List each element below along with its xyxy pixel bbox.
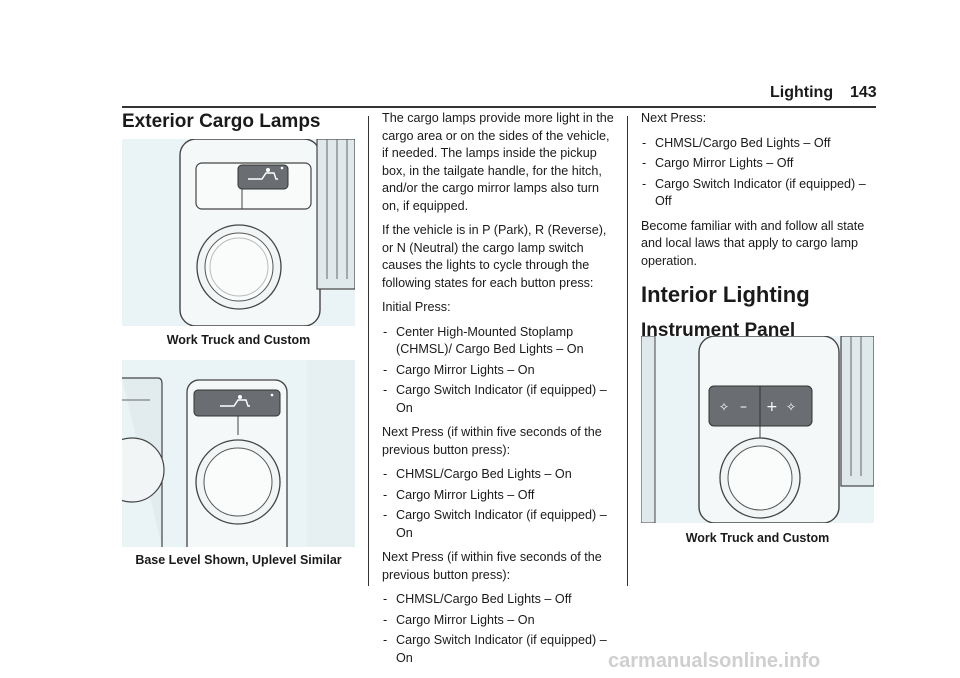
list-next-press-1: CHMSL/Cargo Bed Lights – On Cargo Mirror… [382,466,618,542]
dim-minus-icon: – [740,399,747,415]
list-item: Cargo Switch Indicator (if equipped) – O… [382,507,618,542]
list-item: CHMSL/Cargo Bed Lights – Off [641,135,877,153]
caption-work-truck: Work Truck and Custom [166,333,311,347]
svg-text:✧: ✧ [719,400,729,414]
list-item: CHMSL/Cargo Bed Lights – On [382,466,618,484]
list-item: Cargo Mirror Lights – Off [641,155,877,173]
list-item: CHMSL/Cargo Bed Lights – Off [382,591,618,609]
middle-column: The cargo lamps provide more light in th… [382,110,618,674]
column-divider-1 [368,116,369,586]
paragraph-laws: Become familiar with and follow all stat… [641,218,865,268]
list-item: Center High-Mounted Stoplamp (CHMSL)/ Ca… [382,324,618,359]
watermark: carmanualsonline.info [608,650,821,672]
paragraph-cycle-states: If the vehicle is in P (Park), R (Revers… [382,223,607,290]
heading-interior-lighting: Interior Lighting [641,282,810,307]
list-item: Cargo Switch Indicator (if equipped) – O… [382,382,618,417]
figure-dimmer-switch: ✧ – + ✧ [641,336,874,523]
header-rule [122,106,876,108]
section-heading-exterior-cargo: Exterior Cargo Lamps [122,111,321,132]
label-initial-press: Initial Press: [382,300,451,314]
caption-dimmer-work-truck: Work Truck and Custom [685,531,830,545]
figure-work-truck-switch [122,139,355,326]
list-item: Cargo Switch Indicator (if equipped) – O… [641,176,877,211]
list-next-press-2: CHMSL/Cargo Bed Lights – Off Cargo Mirro… [382,591,618,667]
label-next-press-3: Next Press: [641,111,707,125]
svg-text:✧: ✧ [786,400,796,414]
list-next-press-3: CHMSL/Cargo Bed Lights – Off Cargo Mirro… [641,135,877,211]
list-item: Cargo Mirror Lights – On [382,362,618,380]
list-initial-press: Center High-Mounted Stoplamp (CHMSL)/ Ca… [382,324,618,418]
paragraph-cargo-lamps-intro: The cargo lamps provide more light in th… [382,111,614,213]
column-divider-2 [627,116,628,586]
header-section-title: Lighting [770,84,834,101]
list-item: Cargo Switch Indicator (if equipped) – O… [382,632,618,667]
dim-plus-icon: + [766,399,778,415]
caption-base-level: Base Level Shown, Uplevel Similar [135,553,342,567]
page-number: 143 [850,84,877,101]
label-next-press-2: Next Press (if within five seconds of th… [382,550,602,582]
list-item: Cargo Mirror Lights – Off [382,487,618,505]
list-item: Cargo Mirror Lights – On [382,612,618,630]
figure-base-level-switch [122,360,355,547]
label-next-press-1: Next Press (if within five seconds of th… [382,425,602,457]
